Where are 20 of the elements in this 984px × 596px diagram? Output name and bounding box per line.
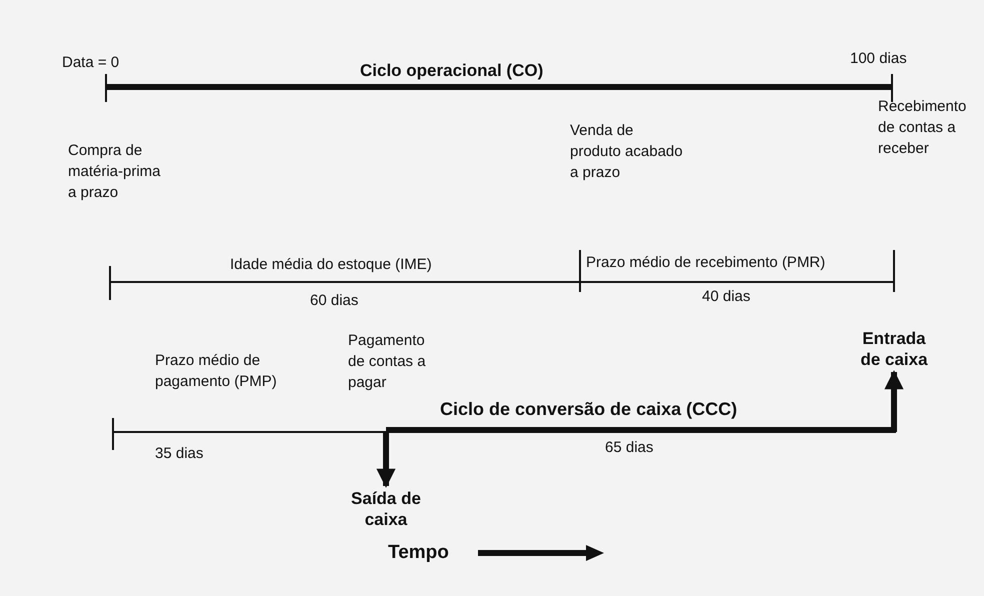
cash-flow-label: Saída de caixa: [346, 488, 426, 530]
period-label: Idade média do estoque (IME): [230, 255, 432, 275]
duration-label: 100 dias: [850, 49, 907, 69]
duration-label: 60 dias: [310, 291, 358, 311]
event-label: Recebimento de contas a receber: [878, 97, 968, 159]
axis-label: Tempo: [388, 542, 449, 563]
event-label: Pagamento de contas a pagar: [348, 331, 427, 393]
event-label: Venda de produto acabado a prazo: [570, 121, 684, 183]
timeline-title: Ciclo operacional (CO): [360, 60, 544, 81]
event-label: Compra de matéria-prima a prazo: [68, 141, 162, 203]
duration-label: 35 dias: [155, 444, 204, 464]
duration-label: 65 dias: [605, 438, 654, 458]
cash-flow-label: Entrada de caixa: [854, 328, 934, 370]
period-label: Prazo médio de recebimento (PMR): [586, 253, 826, 273]
arrow: [884, 370, 904, 432]
timeline-title: Ciclo de conversão de caixa (CCC): [440, 399, 738, 420]
duration-label: 40 dias: [702, 287, 750, 307]
period-label: Prazo médio de pagamento (PMP): [155, 351, 278, 392]
date-label: Data = 0: [62, 53, 120, 73]
arrow: [376, 432, 396, 488]
